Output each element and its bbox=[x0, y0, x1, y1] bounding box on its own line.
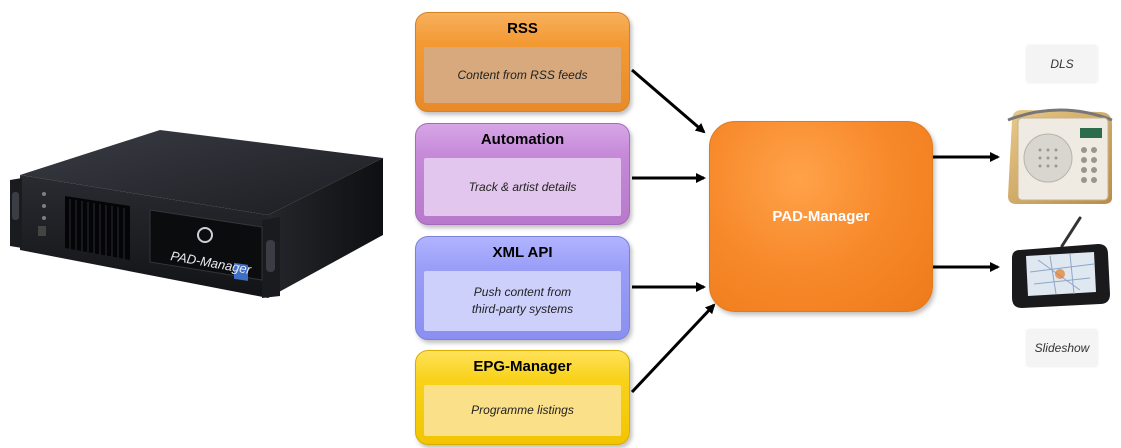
source-title: EPG-Manager bbox=[473, 358, 572, 375]
output-label-slideshow: Slideshow bbox=[1027, 330, 1097, 366]
source-title: RSS bbox=[507, 20, 538, 37]
source-epg-manager-box: EPG-Manager Programme listings bbox=[415, 350, 630, 445]
source-description-line: Push content from bbox=[473, 285, 572, 299]
output-label-dls: DLS bbox=[1027, 46, 1097, 82]
source-automation-box: Automation Track & artist details bbox=[415, 123, 630, 225]
dab-radio-icon bbox=[1007, 108, 1113, 204]
tablet-icon bbox=[1012, 216, 1110, 308]
hub-title: PAD-Manager bbox=[772, 208, 870, 225]
arrow-rss-to-hub bbox=[631, 68, 706, 134]
source-description: Programme listings bbox=[424, 385, 621, 436]
pad-manager-hub: PAD-Manager bbox=[709, 121, 933, 312]
source-description: Push content from third-party systems bbox=[424, 271, 621, 331]
arrow-epg-to-hub bbox=[630, 303, 716, 394]
source-description: Track & artist details bbox=[424, 158, 621, 216]
source-description-line: third-party systems bbox=[471, 302, 574, 316]
server-rack-icon: PAD-Manager bbox=[10, 130, 383, 298]
source-title: Automation bbox=[480, 131, 565, 148]
source-title: XML API bbox=[492, 244, 553, 261]
source-description: Content from RSS feeds bbox=[424, 47, 621, 103]
source-xml-api-box: XML API Push content from third-party sy… bbox=[415, 236, 630, 340]
source-rss-box: RSS Content from RSS feeds bbox=[415, 12, 630, 112]
